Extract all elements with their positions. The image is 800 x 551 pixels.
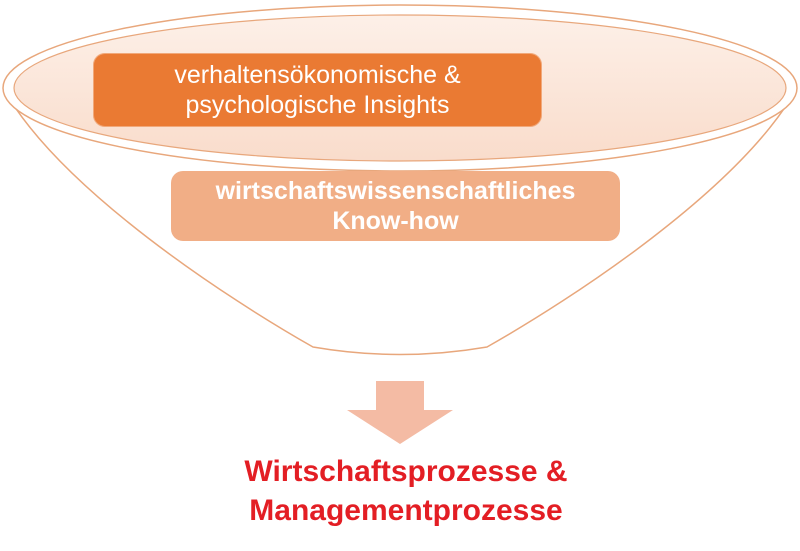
- output-line1: Wirtschaftsprozesse &: [244, 455, 568, 488]
- output-line2: Managementprozesse: [249, 494, 563, 527]
- input-box-2-line1: wirtschaftswissenschaftliches: [215, 176, 576, 205]
- input-box-behavioral-insights: verhaltensökonomische & psychologische I…: [93, 53, 542, 127]
- down-arrow-icon: [347, 381, 453, 444]
- input-box-economic-knowhow: wirtschaftswissenschaftliches Know-how: [171, 171, 620, 241]
- output-label: Wirtschaftsprozesse & Managementprozesse: [0, 452, 800, 530]
- input-box-1-line2: psychologische Insights: [185, 91, 450, 119]
- input-box-2-line2: Know-how: [332, 207, 459, 235]
- input-box-behavioral-insights-text: verhaltensökonomische & psychologische I…: [174, 60, 460, 121]
- input-box-1-line1: verhaltensökonomische &: [174, 60, 461, 89]
- input-box-economic-knowhow-text: wirtschaftswissenschaftliches Know-how: [216, 176, 576, 237]
